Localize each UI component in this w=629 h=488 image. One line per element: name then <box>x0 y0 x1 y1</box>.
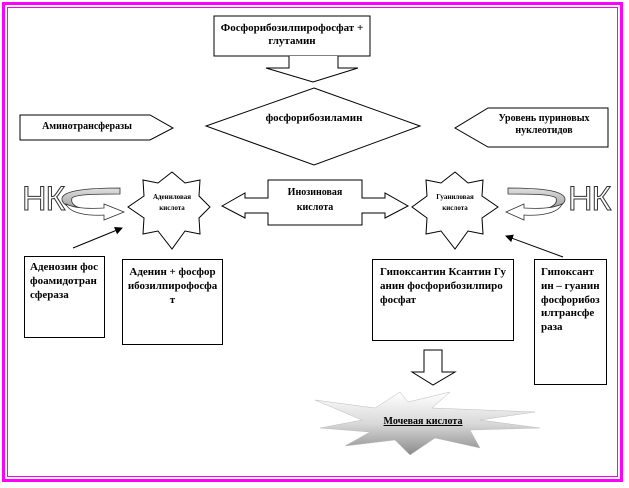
box-hypoxanthine-text: Гипоксантин Ксантин Гуанин фосфорибозилп… <box>380 266 506 306</box>
burst-label: Мочевая кислота <box>383 416 463 427</box>
diamond-label: фосфорибозиламин <box>265 112 363 124</box>
down-block-arrow-top <box>265 56 359 83</box>
title-box-shape <box>213 15 371 57</box>
star-left-label: Адениловая кислота <box>152 193 192 213</box>
burst-shape <box>314 391 541 456</box>
page-frame-outer <box>2 2 623 482</box>
center-double-arrow-shape <box>220 179 410 226</box>
right-pointer-shape <box>454 107 609 148</box>
box-hypoxanthine-xanthine-guanine: Гипоксантин Ксантин Гуанин фосфорибозилп… <box>372 259 514 341</box>
box-adenosine-text: Аденозин фосфоамидотрансфераза <box>30 261 99 301</box>
down-block-arrow-bottom <box>410 349 457 386</box>
box-hgprt: Гипоксантин – гуанинфосфорибозилтрансфер… <box>534 259 607 385</box>
star-left-shape <box>127 171 211 250</box>
right-pointer-label: Уровень пуриновых нуклеотидов <box>498 113 590 136</box>
left-pointer-shape <box>19 114 175 141</box>
arrow-to-guanylic <box>505 234 564 258</box>
star-right-label: Гуаниловая кислота <box>436 193 474 213</box>
left-pointer-label: Аминотрансферазы <box>42 121 132 132</box>
center-arrow-label: Инозиновая кислота <box>287 187 343 213</box>
box-adenine-prpp: Аденин + фосфорибозилпирофосфат <box>122 259 223 345</box>
nk-left-label: НК <box>21 180 65 218</box>
star-right-shape <box>411 171 499 250</box>
box-hgprt-text: Гипоксантин – гуанинфосфорибозилтрансфер… <box>541 266 600 333</box>
nk-right-label: НК <box>567 180 611 218</box>
box-adenosine-phosphoamidotransferase: Аденозин фосфоамидотрансфераза <box>24 256 105 338</box>
page-frame-inner <box>7 7 618 477</box>
title-box-label: Фосфорибозилпирофосфат + глутамин <box>220 22 364 47</box>
curved-arrow-right-head <box>505 203 563 221</box>
diamond-shape <box>204 87 422 166</box>
box-adenine-text: Аденин + фосфорибозилпирофосфат <box>127 266 218 306</box>
arrow-to-adenylic <box>72 226 123 249</box>
curved-arrow-left-head <box>65 203 126 221</box>
